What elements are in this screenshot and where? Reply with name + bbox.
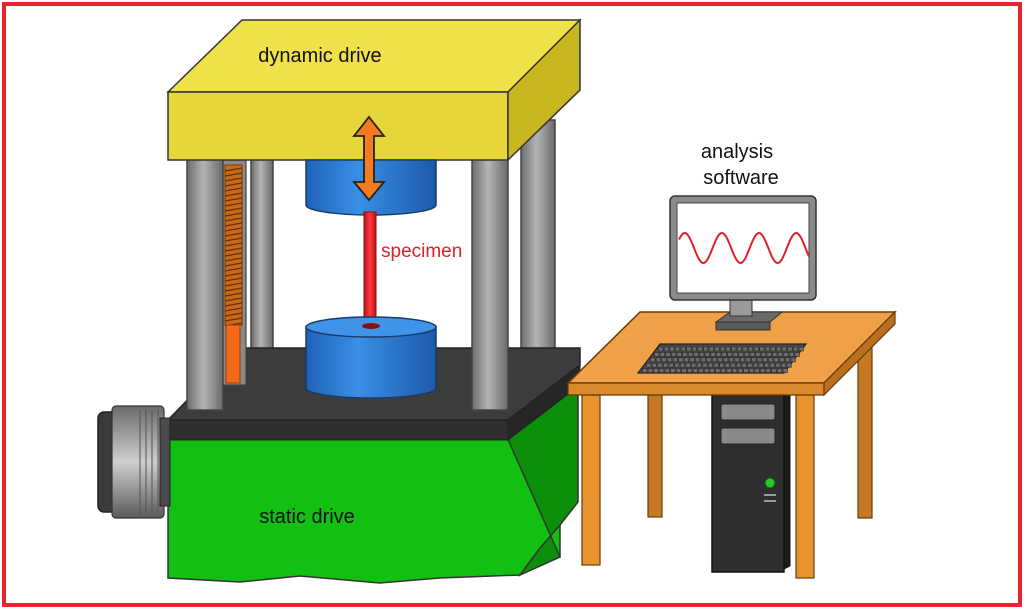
analysis-software-label-line1: analysis (701, 141, 773, 163)
analysis-workstation: analysis software (566, 141, 897, 579)
analysis-software-label-line2: software (703, 167, 779, 189)
monitor (669, 195, 817, 301)
keyboard (636, 343, 808, 374)
double-arrow-icon (352, 115, 386, 202)
front-column-right (471, 149, 509, 411)
monitor-screen (676, 202, 810, 294)
table-legs (581, 329, 873, 579)
lower-platen (305, 316, 437, 399)
monitor-stand (714, 295, 784, 331)
specimen-label: specimen (381, 241, 462, 262)
test-machine: dynamic drive specimen static drive (97, 18, 582, 584)
outer-frame (2, 2, 1022, 607)
drive-bay-top (720, 403, 776, 421)
static-drive-label: static drive (259, 506, 355, 528)
dynamic-drive-label: dynamic drive (258, 45, 381, 67)
rear-column-right (520, 119, 556, 371)
drive-bay-bottom (720, 427, 776, 445)
dynamic-drive-block (166, 18, 582, 162)
power-led (764, 477, 776, 489)
sine-wave-icon (678, 231, 810, 265)
pc-tower (711, 384, 791, 573)
front-column-left (186, 149, 224, 411)
specimen-rod (363, 211, 377, 327)
motor (97, 405, 171, 519)
